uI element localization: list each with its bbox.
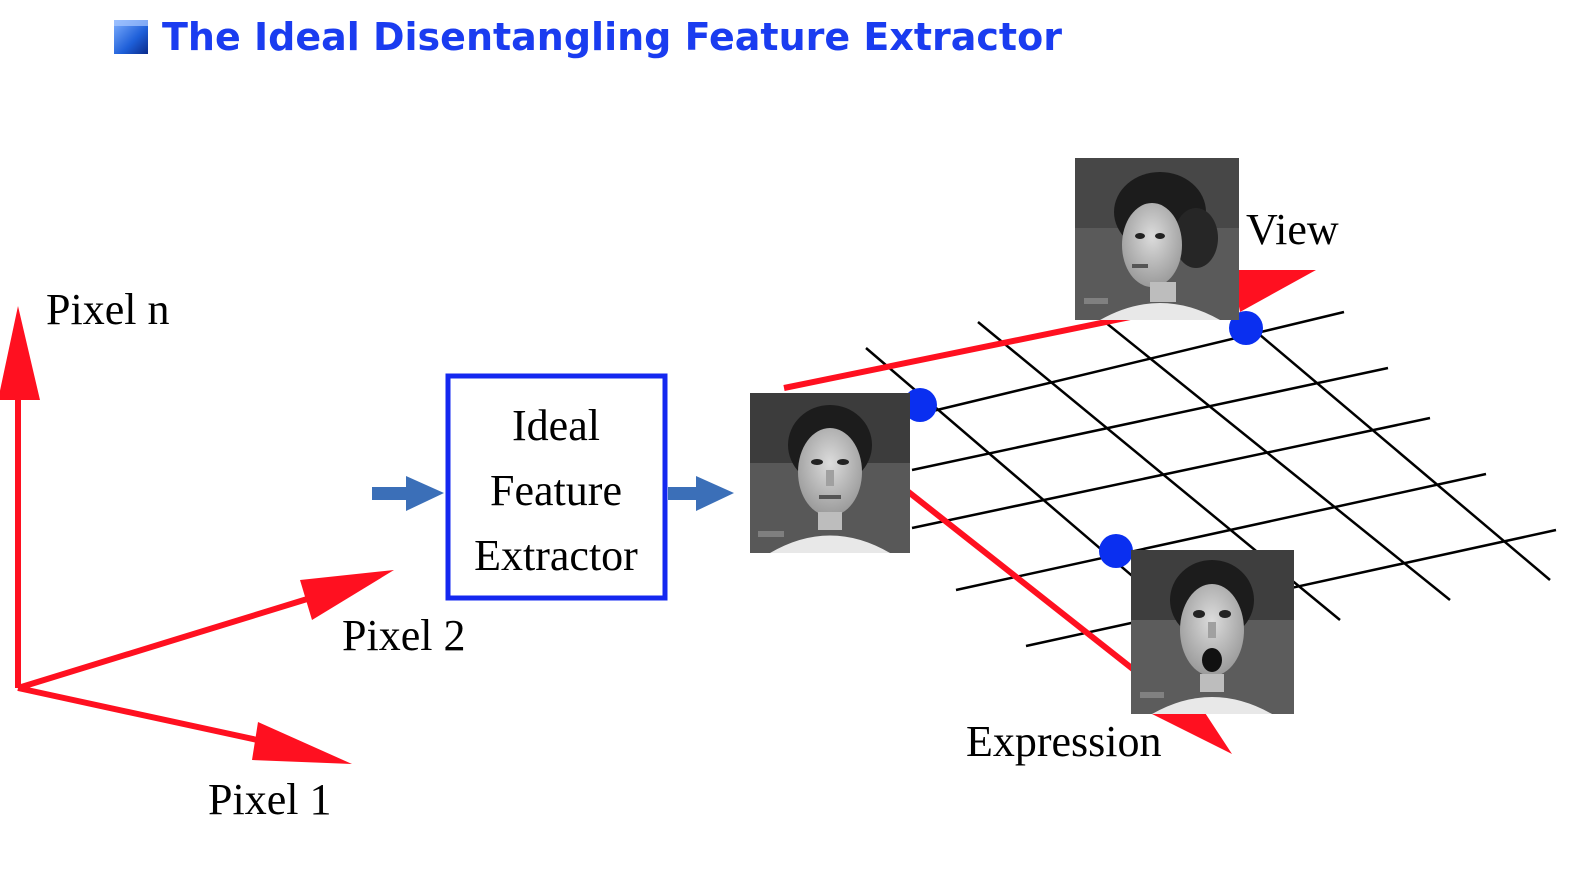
face-photo-expression <box>1131 550 1294 714</box>
extractor-label-line-2: Feature <box>490 466 622 515</box>
node-dot <box>903 388 937 422</box>
extractor-label-line-1: Ideal <box>512 401 600 450</box>
pixel-1-axis <box>17 685 286 749</box>
page-title: The Ideal Disentangling Feature Extracto… <box>162 15 1062 59</box>
face-photo-view <box>1075 158 1239 320</box>
pixel-n-arrowhead <box>0 306 40 400</box>
face-photo-neutral <box>750 393 910 553</box>
expression-label: Expression <box>966 717 1162 766</box>
pixel-1-label: Pixel 1 <box>208 775 331 824</box>
pixel-2-label: Pixel 2 <box>342 611 465 660</box>
view-label: View <box>1246 205 1339 254</box>
pixel-n-label: Pixel n <box>46 285 169 334</box>
feature-nodes <box>903 311 1263 568</box>
node-dot <box>1099 534 1133 568</box>
extractor-label-line-3: Extractor <box>474 531 638 580</box>
pixel-space-axes: Pixel n Pixel 2 Pixel 1 <box>0 285 465 824</box>
slide-title: The Ideal Disentangling Feature Extracto… <box>114 15 1062 59</box>
pixel-2-arrowhead <box>300 570 394 620</box>
title-bullet-highlight <box>114 20 148 26</box>
output-flow-arrow <box>668 476 734 511</box>
view-arrowhead <box>1232 270 1316 312</box>
input-flow-arrow <box>372 476 444 511</box>
pixel-2-axis <box>17 589 331 691</box>
pixel-1-arrowhead <box>252 722 352 764</box>
feature-extractor-box: Ideal Feature Extractor <box>445 373 668 601</box>
